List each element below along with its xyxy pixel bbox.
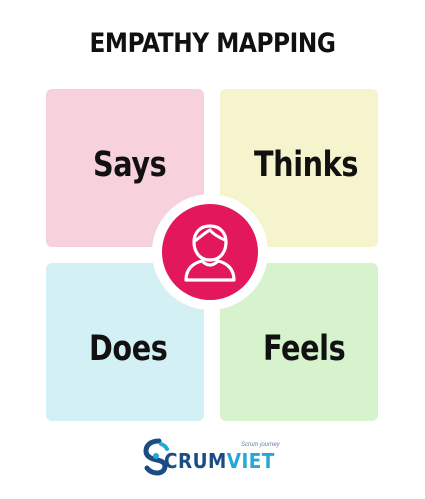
quadrant-label-says: Says [93, 145, 167, 185]
logo-tagline: Scrum journey [241, 442, 280, 448]
logo-text: CRUMVIET [164, 449, 275, 473]
logo-s-mark [143, 438, 168, 476]
quadrant-label-thinks: Thinks [254, 145, 358, 185]
user-icon [184, 224, 236, 282]
scrumviet-logo [143, 438, 169, 476]
center-circle [162, 204, 258, 300]
logo-text-part1: CRUM [164, 449, 227, 473]
logo-text-part2: VIET [226, 449, 275, 473]
quadrant-label-does: Does [89, 329, 168, 369]
page-title: EMPATHY MAPPING [89, 28, 336, 59]
quadrant-label-feels: Feels [263, 329, 346, 369]
